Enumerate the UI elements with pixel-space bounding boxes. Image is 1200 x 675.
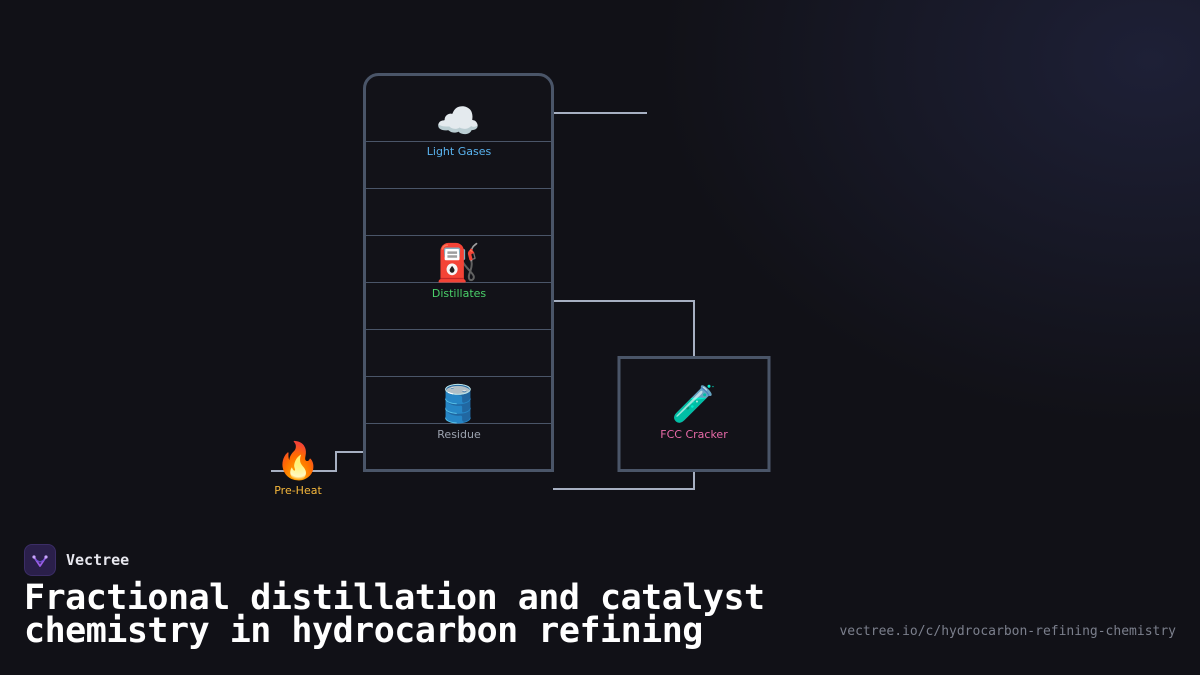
column-base-outline [363, 440, 554, 472]
light-gases-label: Light Gases [427, 145, 492, 158]
vectree-logo-mark [32, 555, 48, 567]
fcc-cracker-label: FCC Cracker [660, 428, 728, 441]
fcc-cracker-box [617, 356, 771, 472]
column-base [365, 455, 552, 470]
distillates-to-fcc-pipe [553, 300, 695, 356]
test-tube-icon: 🧪 [672, 384, 717, 425]
page-url: vectree.io/c/hydrocarbon-refining-chemis… [839, 624, 1176, 639]
brand-name: Vectree [66, 551, 130, 569]
light-gases-label-bg [424, 142, 494, 159]
column-trays [366, 141, 551, 424]
preheat-label: Pre-Heat [274, 484, 322, 497]
residue-label-bg [433, 424, 485, 441]
residue-label: Residue [437, 428, 481, 441]
fuel-pump-icon: ⛽ [436, 242, 481, 284]
oil-barrel-icon: 🛢️ [436, 383, 481, 425]
distillates-label: Distillates [432, 287, 487, 300]
vectree-logo-icon [24, 544, 56, 576]
distillates-label-bg [430, 283, 488, 300]
preheat-feed-pipe [271, 451, 365, 472]
cloud-icon: ☁️ [436, 101, 481, 142]
fire-icon: 🔥 [276, 440, 321, 482]
page-title: Fractional distillation and catalyst che… [24, 578, 765, 651]
